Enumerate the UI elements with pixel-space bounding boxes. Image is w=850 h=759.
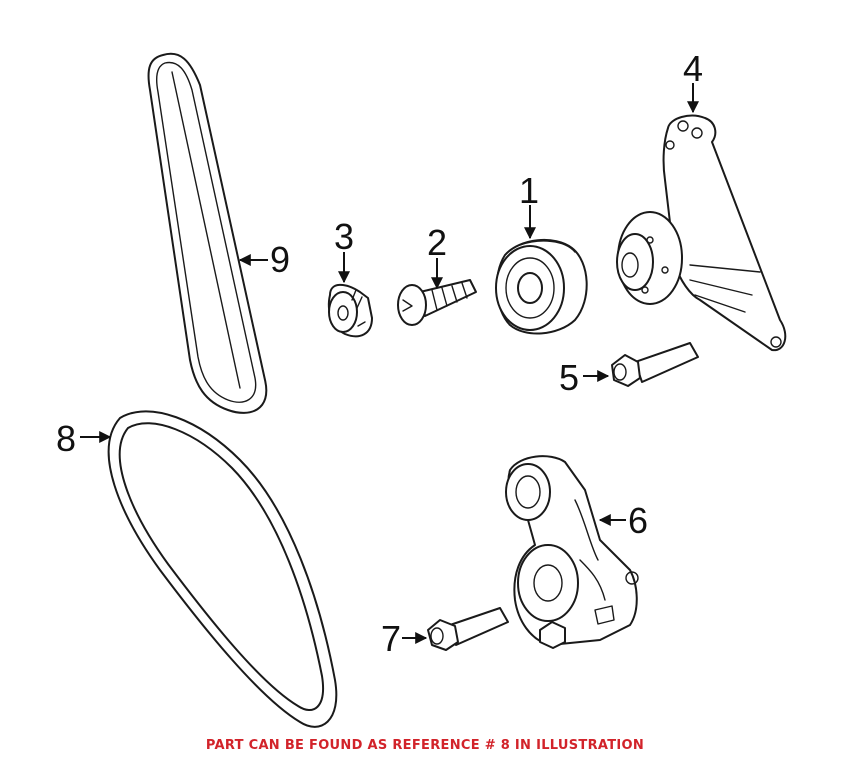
callout-5: 5 xyxy=(559,357,579,398)
part-9-v-belt[interactable] xyxy=(147,52,268,414)
callout-6: 6 xyxy=(628,500,648,541)
part-8-serpentine-belt[interactable] xyxy=(107,410,338,728)
part-6-tensioner[interactable] xyxy=(505,455,639,649)
callout-3: 3 xyxy=(334,216,354,257)
part-4-bracket[interactable] xyxy=(616,114,787,352)
part-3-cap-washer[interactable] xyxy=(327,283,373,338)
callout-8: 8 xyxy=(56,418,76,459)
callout-1: 1 xyxy=(519,170,539,211)
callout-9: 9 xyxy=(270,239,290,280)
part-7-flange-bolt[interactable] xyxy=(427,607,509,651)
callout-4: 4 xyxy=(683,48,703,89)
part-5-flange-bolt[interactable] xyxy=(611,342,699,387)
callout-7: 7 xyxy=(381,618,401,659)
reference-note: PART CAN BE FOUND AS REFERENCE # 8 IN IL… xyxy=(205,738,645,753)
part-1-idler-pulley[interactable] xyxy=(495,238,588,335)
callout-2: 2 xyxy=(427,222,447,263)
